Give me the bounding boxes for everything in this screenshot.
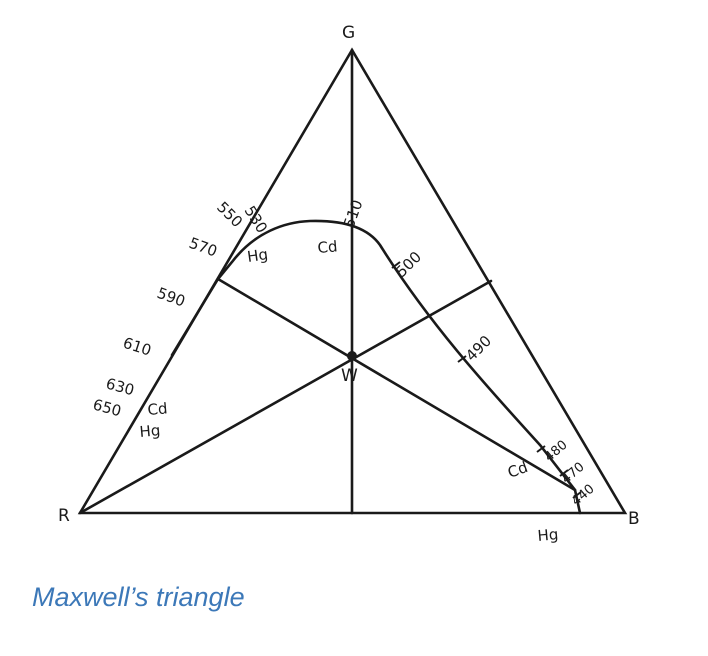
center-label-w: W bbox=[341, 366, 358, 386]
source-label-cd-right: Cd bbox=[505, 458, 530, 482]
wavelength-610-left: 610 bbox=[121, 334, 154, 360]
wavelength-480: 480 bbox=[542, 438, 571, 465]
wavelength-490: 490 bbox=[462, 332, 495, 365]
tick-480 bbox=[536, 445, 546, 453]
source-label-hg-left: Hg bbox=[139, 421, 161, 441]
wavelength-630: 630 bbox=[104, 374, 136, 399]
wavelength-570: 570 bbox=[187, 234, 220, 261]
source-label-hg-bottom: Hg bbox=[537, 525, 559, 545]
median-r-to-gb bbox=[78, 279, 493, 515]
line-spectrum-to-blue bbox=[216, 277, 577, 492]
white-point-w bbox=[347, 351, 357, 361]
wavelength-510: 510 bbox=[340, 197, 367, 230]
tick-470 bbox=[559, 469, 569, 477]
wavelength-590: 590 bbox=[155, 284, 188, 311]
figure-caption: Maxwell’s triangle bbox=[32, 582, 245, 612]
tick-440 bbox=[572, 491, 582, 499]
spectral-locus-curve bbox=[170, 219, 582, 515]
wavelength-650: 650 bbox=[91, 395, 123, 420]
vertex-label-g: G bbox=[342, 23, 355, 43]
source-label-cd-left: Cd bbox=[147, 399, 168, 419]
maxwell-triangle-diagram: G R B W 530 550 570 590 610 630 650 510 … bbox=[58, 23, 640, 545]
wavelength-550: 550 bbox=[213, 198, 246, 231]
source-label-cd-top: Cd bbox=[317, 237, 338, 257]
vertex-label-r: R bbox=[58, 506, 70, 526]
vertex-label-b: B bbox=[628, 509, 640, 529]
tick-490 bbox=[457, 355, 467, 363]
source-label-hg-top: Hg bbox=[246, 245, 269, 266]
tick-500 bbox=[391, 261, 401, 269]
wavelength-500: 500 bbox=[392, 248, 425, 281]
